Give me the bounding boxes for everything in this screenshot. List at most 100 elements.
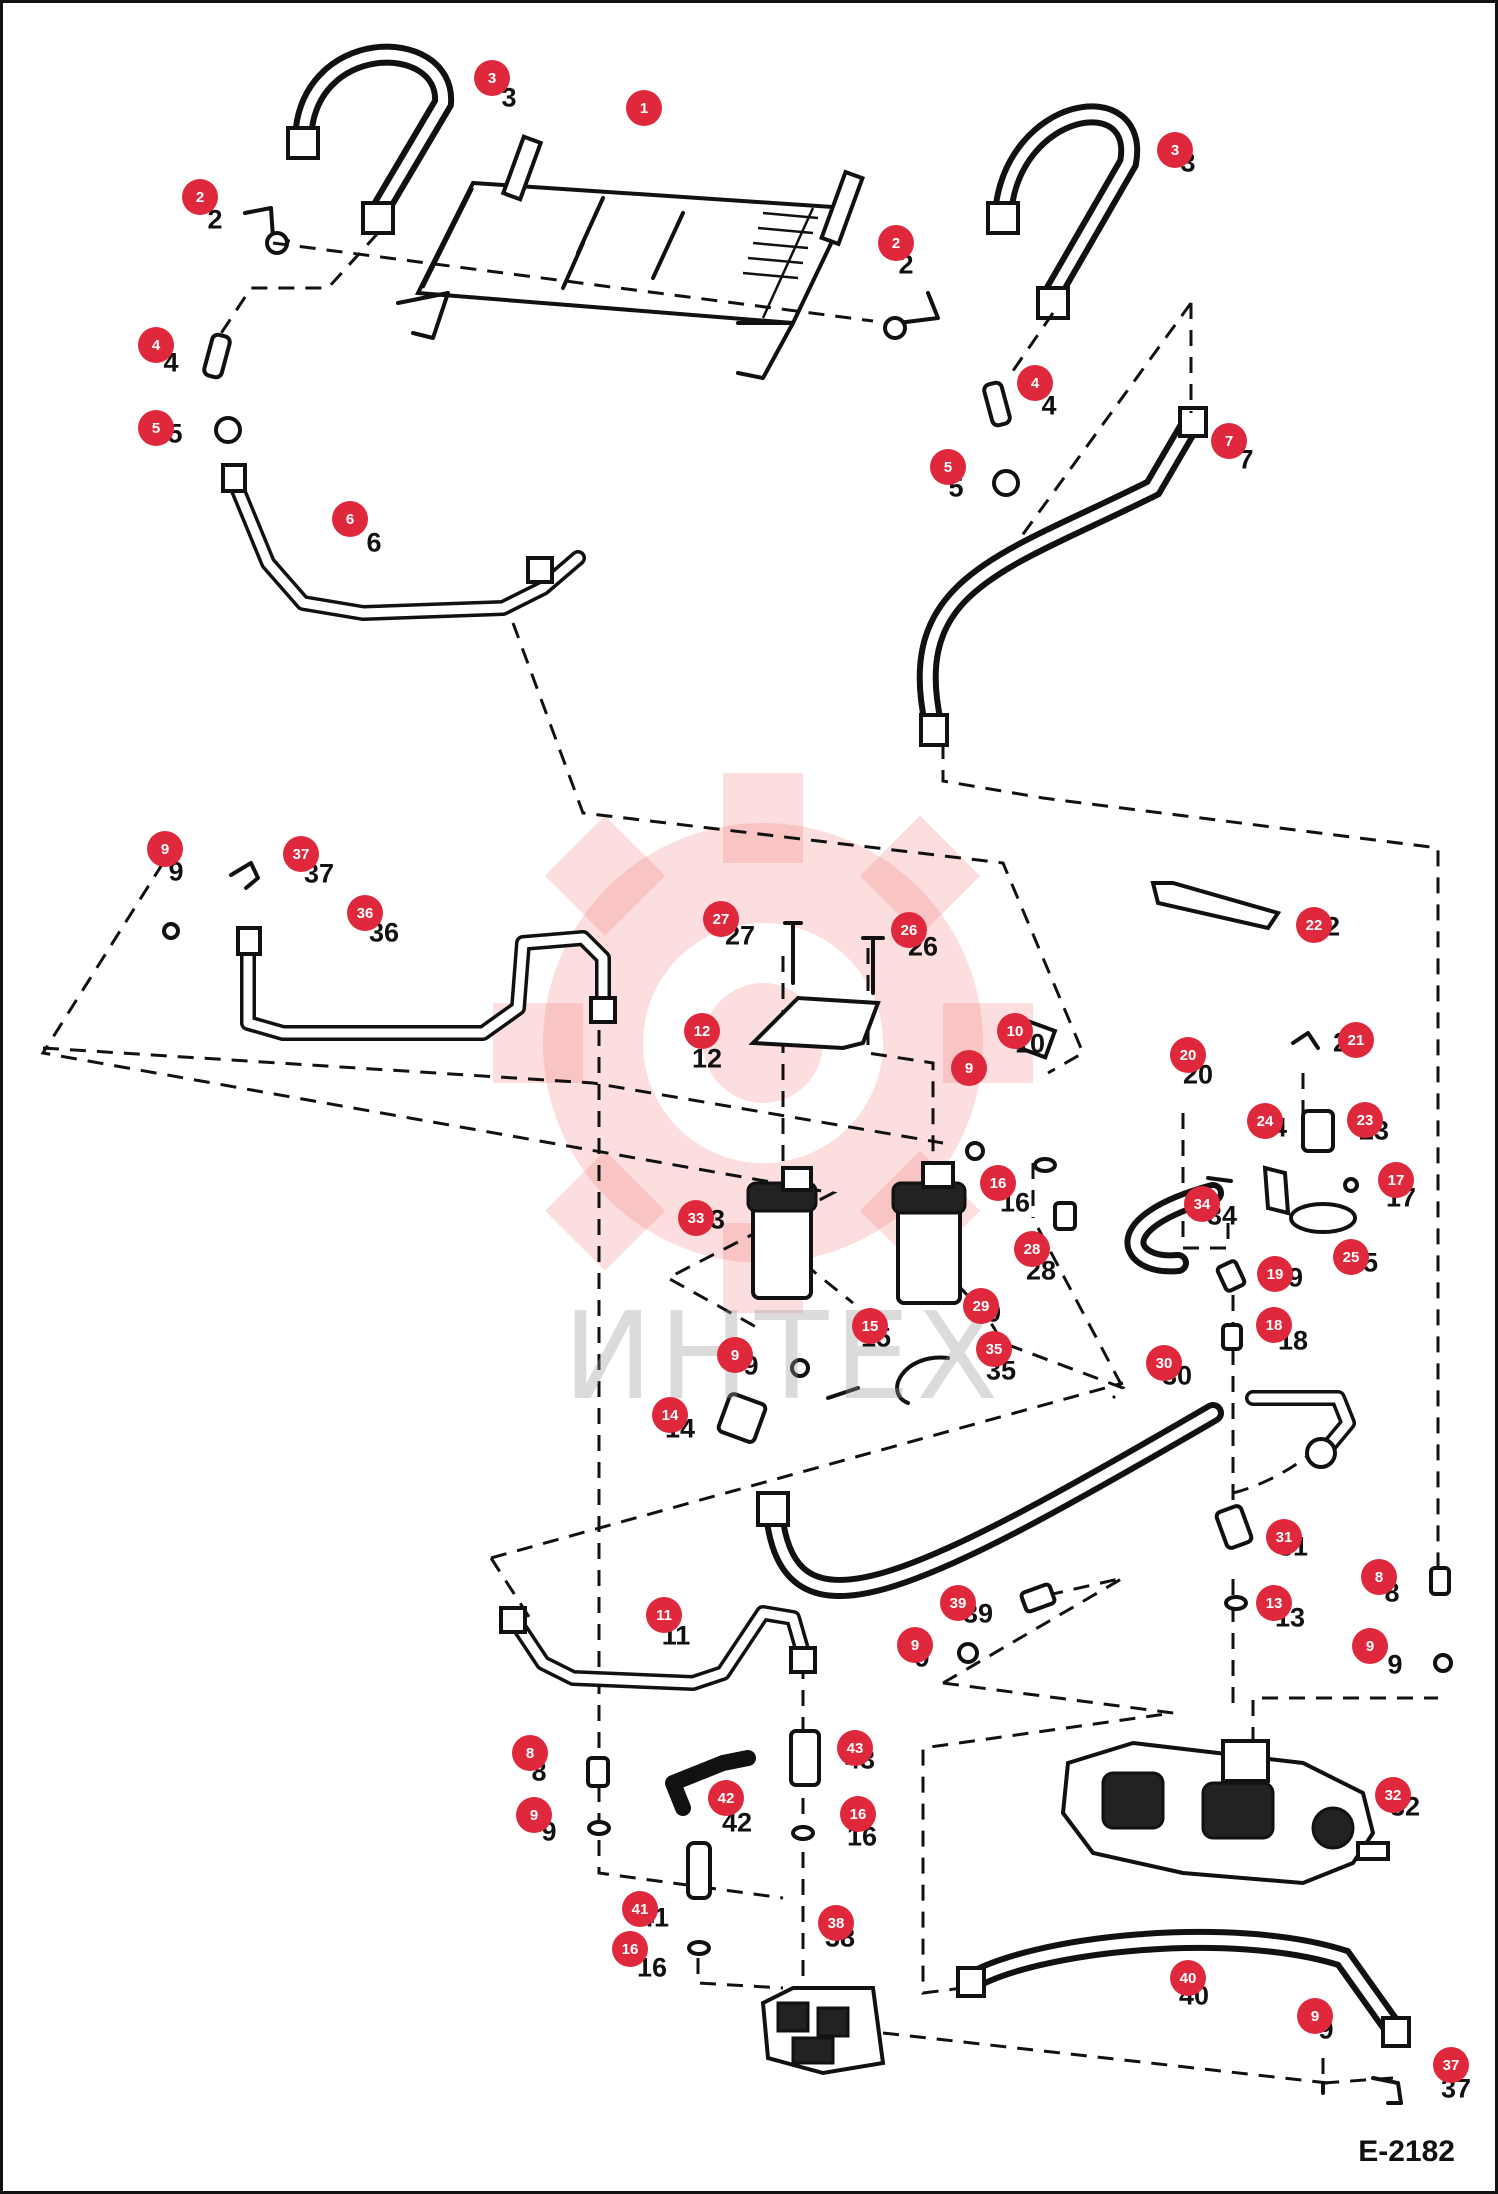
- fitting-8-left: [586, 1756, 610, 1788]
- part-number-badge[interactable]: 2: [878, 225, 914, 261]
- part-number-badge[interactable]: 36: [347, 895, 383, 931]
- part-number-badge[interactable]: 5: [138, 410, 174, 446]
- bolt-27: [783, 921, 803, 985]
- fitting-4-right: [982, 380, 1012, 428]
- part-number-badge[interactable]: 4: [1017, 365, 1053, 401]
- part-number-badge[interactable]: 3: [1157, 132, 1193, 168]
- part-number-badge[interactable]: 23: [1347, 1102, 1383, 1138]
- part-number-badge[interactable]: 34: [1184, 1186, 1220, 1222]
- fitting-8-right: [1429, 1566, 1451, 1596]
- part-number-badge[interactable]: 4: [138, 327, 174, 363]
- part-number-badge[interactable]: 37: [283, 836, 319, 872]
- part-number-badge[interactable]: 9: [897, 1627, 933, 1663]
- control-valve-38: [760, 1986, 886, 2076]
- fitting-37-lower: [1371, 2076, 1403, 2105]
- strap-22: [1150, 881, 1282, 931]
- fitting-19: [1215, 1259, 1247, 1293]
- part-number-badge[interactable]: 9: [147, 831, 183, 867]
- part-number-badge[interactable]: 37: [1433, 2047, 1469, 2083]
- part-number-badge[interactable]: 31: [1266, 1519, 1302, 1555]
- part-number-label: 9: [1387, 1649, 1403, 1680]
- filter-33: [746, 1166, 818, 1300]
- part-number-badge[interactable]: 27: [703, 901, 739, 937]
- part-number-badge[interactable]: 30: [1146, 1345, 1182, 1381]
- nut-5-left: [214, 416, 242, 444]
- part-number-badge[interactable]: 25: [1333, 1239, 1369, 1275]
- part-number-badge[interactable]: 8: [1361, 1559, 1397, 1595]
- part-number-badge[interactable]: 16: [840, 1796, 876, 1832]
- part-number-badge[interactable]: 28: [1014, 1231, 1050, 1267]
- hose-3-right: [986, 103, 1141, 320]
- sender-23: [1301, 1109, 1335, 1153]
- nut-2-right: [883, 316, 907, 340]
- part-number-badge[interactable]: 29: [963, 1288, 999, 1324]
- oring-16-mid: [1033, 1157, 1057, 1173]
- part-number-badge[interactable]: 10: [997, 1013, 1033, 1049]
- part-number-badge[interactable]: 42: [708, 1780, 744, 1816]
- part-number-badge[interactable]: 9: [1297, 1998, 1333, 2034]
- part-number-badge[interactable]: 9: [717, 1337, 753, 1373]
- hose-7: [916, 406, 1208, 747]
- part-number-badge[interactable]: 40: [1170, 1960, 1206, 1996]
- part-number-badge[interactable]: 24: [1247, 1103, 1283, 1139]
- part-number-badge[interactable]: 7: [1211, 423, 1247, 459]
- part-number-badge[interactable]: 39: [940, 1585, 976, 1621]
- fitting-21: [1291, 1031, 1320, 1050]
- hose-30: [756, 1402, 1224, 1599]
- part-number-badge[interactable]: 17: [1378, 1162, 1414, 1198]
- part-number-badge[interactable]: 32: [1375, 1777, 1411, 1813]
- part-number-badge[interactable]: 8: [512, 1735, 548, 1771]
- part-number-badge[interactable]: 3: [474, 60, 510, 96]
- part-number-badge[interactable]: 15: [852, 1308, 888, 1344]
- part-number-badge[interactable]: 9: [951, 1050, 987, 1086]
- oring-13: [1224, 1595, 1248, 1611]
- pump-32: [1060, 1739, 1390, 1886]
- oring-9-lower-left: [587, 1820, 611, 1836]
- part-number-badge[interactable]: 1: [626, 90, 662, 126]
- part-number-label: 3: [501, 82, 517, 113]
- filter-29: [891, 1161, 967, 1305]
- part-number-badge[interactable]: 26: [891, 912, 927, 948]
- part-number-badge[interactable]: 9: [516, 1797, 552, 1833]
- part-number-badge[interactable]: 38: [818, 1905, 854, 1941]
- part-number-badge[interactable]: 43: [837, 1730, 873, 1766]
- connection-lines: [40, 231, 1440, 2085]
- part-number-badge[interactable]: 2: [182, 179, 218, 215]
- oring-9-left: [790, 1358, 810, 1378]
- fitting-18: [1221, 1323, 1243, 1351]
- part-number-badge[interactable]: 16: [980, 1165, 1016, 1201]
- hose-40: [956, 1928, 1411, 2048]
- part-number-badge[interactable]: 13: [1256, 1585, 1292, 1621]
- nut-17: [1343, 1177, 1359, 1193]
- fitting-31: [1214, 1504, 1254, 1550]
- oring-9-right: [1433, 1653, 1453, 1673]
- part-number-badge[interactable]: 41: [622, 1891, 658, 1927]
- part-number-badge[interactable]: 6: [332, 501, 368, 537]
- part-number-badge[interactable]: 19: [1257, 1256, 1293, 1292]
- part-number-badge[interactable]: 22: [1296, 907, 1332, 943]
- fitting-4-left: [202, 332, 232, 380]
- fitting-41: [686, 1841, 712, 1900]
- part-number-badge[interactable]: 14: [652, 1397, 688, 1433]
- bolt-26: [861, 936, 885, 995]
- part-number-label: 12: [691, 1043, 723, 1074]
- tube-11: [499, 1605, 817, 1691]
- part-number-label: 6: [366, 527, 382, 558]
- part-number-badge[interactable]: 9: [1352, 1628, 1388, 1664]
- part-number-badge[interactable]: 21: [1338, 1022, 1374, 1058]
- clamp-25: [1289, 1202, 1357, 1234]
- part-number-badge[interactable]: 12: [684, 1013, 720, 1049]
- oil-cooler: [396, 134, 865, 380]
- part-number-label: 2: [207, 204, 223, 235]
- part-number-badge[interactable]: 11: [646, 1597, 682, 1633]
- fitting-43: [789, 1729, 821, 1787]
- part-number-badge[interactable]: 33: [678, 1200, 714, 1236]
- part-number-badge[interactable]: 35: [976, 1331, 1012, 1367]
- part-number-badge[interactable]: 5: [930, 449, 966, 485]
- part-number-label: 4: [1041, 390, 1057, 421]
- parts-diagram: [40, 43, 1453, 2105]
- part-number-badge[interactable]: 20: [1170, 1037, 1206, 1073]
- part-number-badge[interactable]: 16: [612, 1931, 648, 1967]
- part-number-badge[interactable]: 18: [1256, 1307, 1292, 1343]
